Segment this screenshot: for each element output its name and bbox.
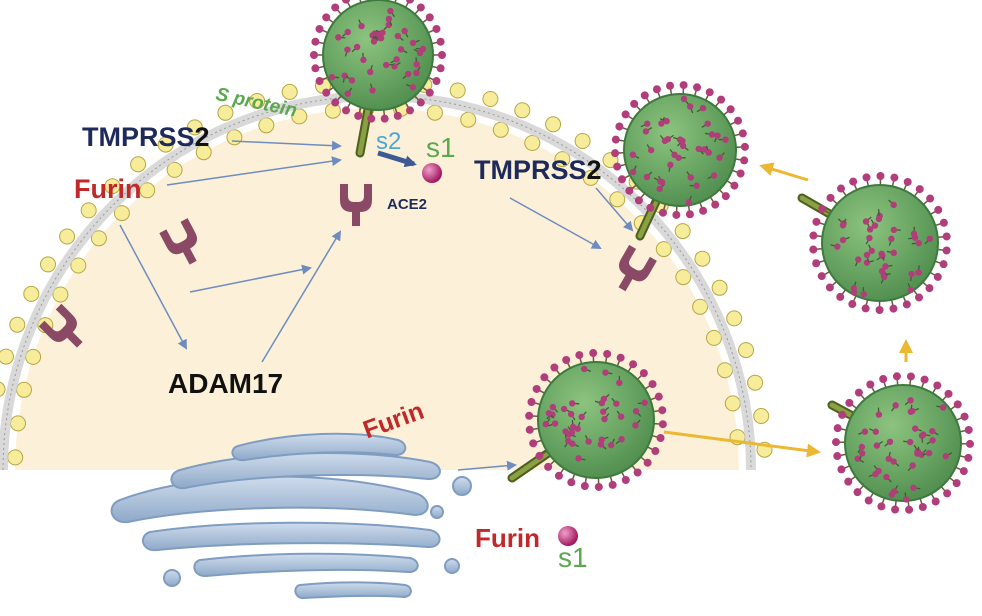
ace2-receptor-1 xyxy=(38,303,83,348)
arrow-release-right xyxy=(663,430,821,458)
label-tmprss2-left-text: TMPRSS xyxy=(82,122,195,152)
arrow-adam17-to-ace2 xyxy=(261,230,342,363)
golgi-apparatus xyxy=(110,432,472,600)
label-tmprss2-right-text: TMPRSS xyxy=(474,155,587,185)
arrow-s2-cleavage xyxy=(377,150,417,168)
arrow-adam17-to-membrane xyxy=(189,264,312,293)
activation-arrows xyxy=(119,140,634,471)
virus-exiting xyxy=(507,349,667,491)
ace2-receptor-2 xyxy=(159,218,198,265)
virus-top xyxy=(310,0,446,158)
virus-right-top xyxy=(611,81,749,241)
label-s1-bottom: s1 xyxy=(558,542,588,573)
label-furin-left: Furin xyxy=(74,174,142,204)
arrow-golgi-exit xyxy=(457,460,517,471)
label-furin-bottom: Furin xyxy=(475,523,540,553)
label-ace2: ACE2 xyxy=(387,196,428,213)
label-tmprss2-left-suffix: 2 xyxy=(194,122,210,152)
s1-particle-bottom xyxy=(558,526,578,546)
s1-particle-top xyxy=(422,163,442,183)
label-tmprss2-right: TMPRSS2 xyxy=(474,157,602,184)
label-tmprss2-right-suffix: 2 xyxy=(586,155,602,185)
arrow-furin-to-cell xyxy=(119,224,187,350)
ace2-receptor-3 xyxy=(340,184,372,226)
ace2-receptor-4 xyxy=(618,244,657,292)
label-s1-top: s1 xyxy=(426,132,456,163)
arrow-tmprss2-right-1 xyxy=(509,197,602,249)
arrow-release-left xyxy=(759,162,809,182)
arrow-furin-to-spike xyxy=(166,156,342,186)
arrow-tmprss2-right-2 xyxy=(595,187,634,232)
virus-far-right xyxy=(797,172,951,314)
arrow-tmprss2-to-spike xyxy=(231,140,342,151)
virus-bottom-right xyxy=(827,372,974,514)
label-tmprss2-left: TMPRSS2 xyxy=(82,124,210,151)
release-arrows xyxy=(663,162,913,458)
label-adam17: ADAM17 xyxy=(168,368,284,399)
label-s2: s2 xyxy=(376,128,402,155)
